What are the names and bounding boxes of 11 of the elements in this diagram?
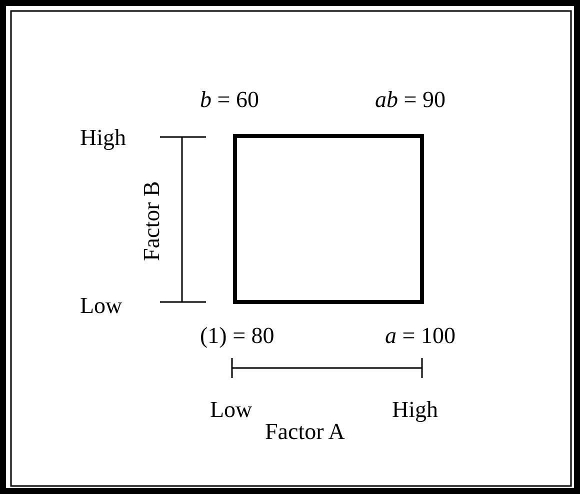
corner-label: ab = 90 xyxy=(375,88,446,111)
design-square xyxy=(233,134,424,304)
corner-label: a = 100 xyxy=(385,324,456,347)
corner-label: b = 60 xyxy=(200,88,259,111)
corner-label: (1) = 80 xyxy=(200,324,274,347)
axis-title: Factor B xyxy=(140,181,163,261)
level-label: Low xyxy=(80,294,122,317)
level-label: High xyxy=(392,398,438,421)
level-label: High xyxy=(80,126,126,149)
axis-title: Factor A xyxy=(265,420,345,443)
level-label: Low xyxy=(210,398,252,421)
